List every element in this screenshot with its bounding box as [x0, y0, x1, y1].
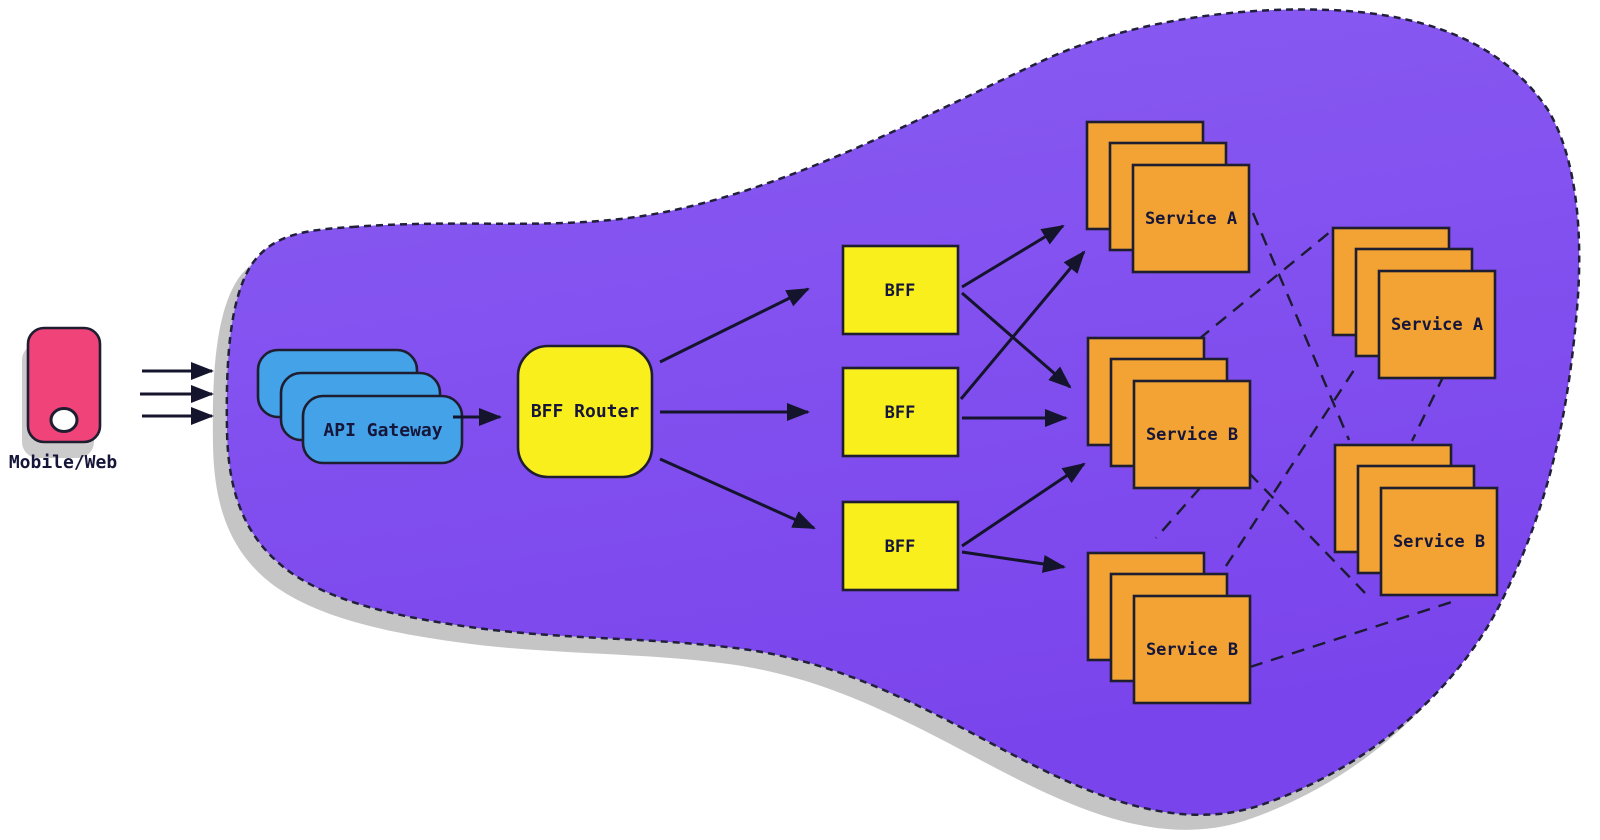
service-a-middle-label: Service A: [1145, 209, 1237, 229]
bff-label-3: BFF: [885, 537, 916, 557]
dashed-link-serviceB-bottom-serviceB-right: [1249, 598, 1459, 669]
bff-label-2: BFF: [885, 403, 916, 423]
arrow-bff3-serviceB-mid: [961, 462, 1086, 548]
service-a-middle-stack: Service A: [1085, 120, 1251, 274]
dashed-link-serviceA-right-serviceB-right: [1410, 374, 1446, 442]
dashed-link-serviceB-mid-serviceB-bottom: [1155, 487, 1201, 539]
phone-body: [26, 326, 102, 444]
dashed-link-serviceB-bottom-serviceA-right: [1224, 366, 1358, 567]
service-card: [1379, 486, 1499, 597]
bff-node-2: BFF: [841, 366, 960, 458]
service-card: [1132, 379, 1252, 490]
arrow-router-bff-1: [659, 287, 810, 364]
api-gateway-stack: API Gateway: [256, 348, 464, 465]
dashed-link-serviceA-mid-serviceB-right: [1251, 212, 1351, 441]
service-b-middle-label: Service B: [1146, 425, 1238, 445]
arrow-bff2-serviceA-mid: [959, 250, 1086, 400]
client-device: Mobile/Web: [9, 326, 118, 473]
arrow-bff1-serviceA-mid: [961, 224, 1065, 289]
bff-router-box: [516, 344, 654, 479]
dashed-link-serviceB-mid-serviceB-right: [1248, 472, 1366, 594]
bff-router-label: BFF Router: [531, 401, 640, 422]
phone-home-button-icon: [49, 407, 79, 433]
api-gateway-label: API Gateway: [323, 420, 442, 441]
bff-box-3: [841, 500, 960, 592]
service-b-middle-stack: Service B: [1086, 336, 1252, 490]
bff-router-node: BFF Router: [516, 344, 654, 479]
service-b-bottom-label: Service B: [1146, 640, 1238, 660]
service-a-right-stack: Service A: [1331, 226, 1497, 380]
dashed-link-serviceB-mid-serviceA-right: [1198, 231, 1331, 340]
arrow-bff1-serviceB-mid: [961, 291, 1072, 389]
api-gateway-card-front: [301, 394, 464, 465]
bff-node-3: BFF: [841, 500, 960, 592]
bff-box-2: [841, 366, 960, 458]
bff-node-1: BFF: [841, 244, 960, 336]
bff-label-1: BFF: [885, 281, 916, 301]
arrow-router-bff-3: [659, 457, 816, 530]
bff-box-1: [841, 244, 960, 336]
service-b-right-stack: Service B: [1333, 443, 1499, 597]
service-a-right-label: Service A: [1391, 315, 1483, 335]
service-card: [1132, 594, 1252, 705]
service-b-bottom-stack: Service B: [1086, 551, 1252, 705]
client-label: Mobile/Web: [9, 452, 118, 473]
arrow-bff3-serviceB-bottom: [961, 550, 1066, 573]
service-b-right-label: Service B: [1393, 532, 1485, 552]
service-card: [1131, 163, 1251, 274]
service-card: [1377, 269, 1497, 380]
